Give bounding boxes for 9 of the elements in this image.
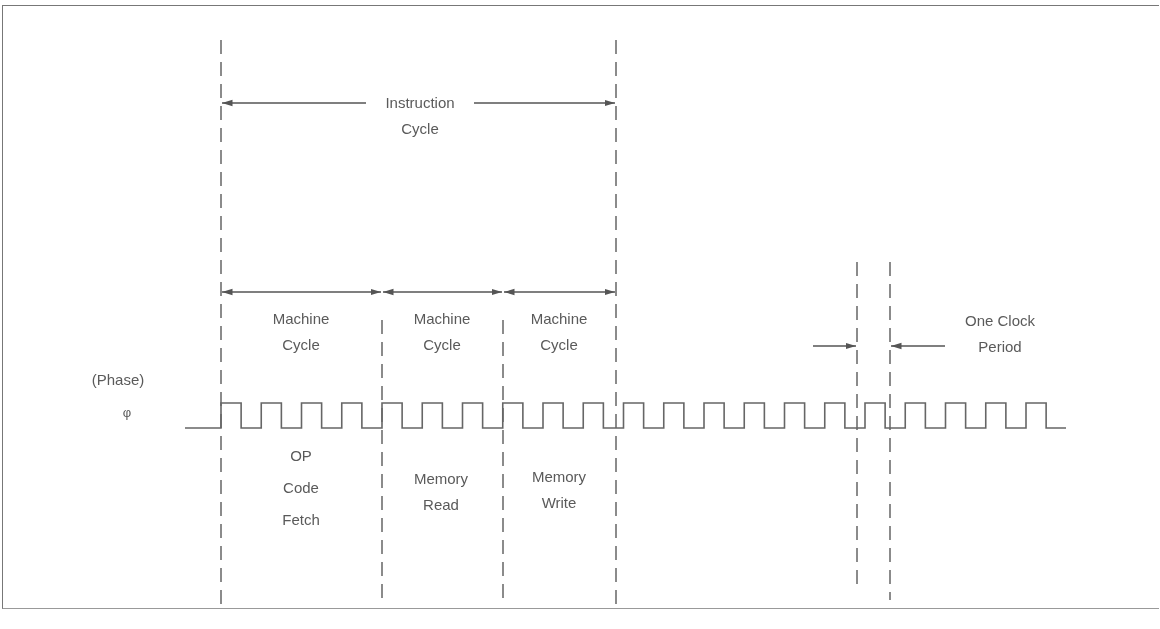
operation-label: OP Code Fetch: [281, 446, 321, 530]
cycle-label: Machine Cycle: [529, 309, 589, 355]
cycle-label: Machine Cycle: [412, 309, 472, 355]
operation-label: Memory Read: [412, 469, 470, 515]
phase-symbol: φ: [121, 404, 133, 422]
operation-label: Memory Write: [530, 467, 588, 513]
cycle-label: Machine Cycle: [271, 309, 331, 355]
phase-label: (Phase): [90, 370, 146, 390]
period-label: One Clock Period: [964, 311, 1036, 357]
